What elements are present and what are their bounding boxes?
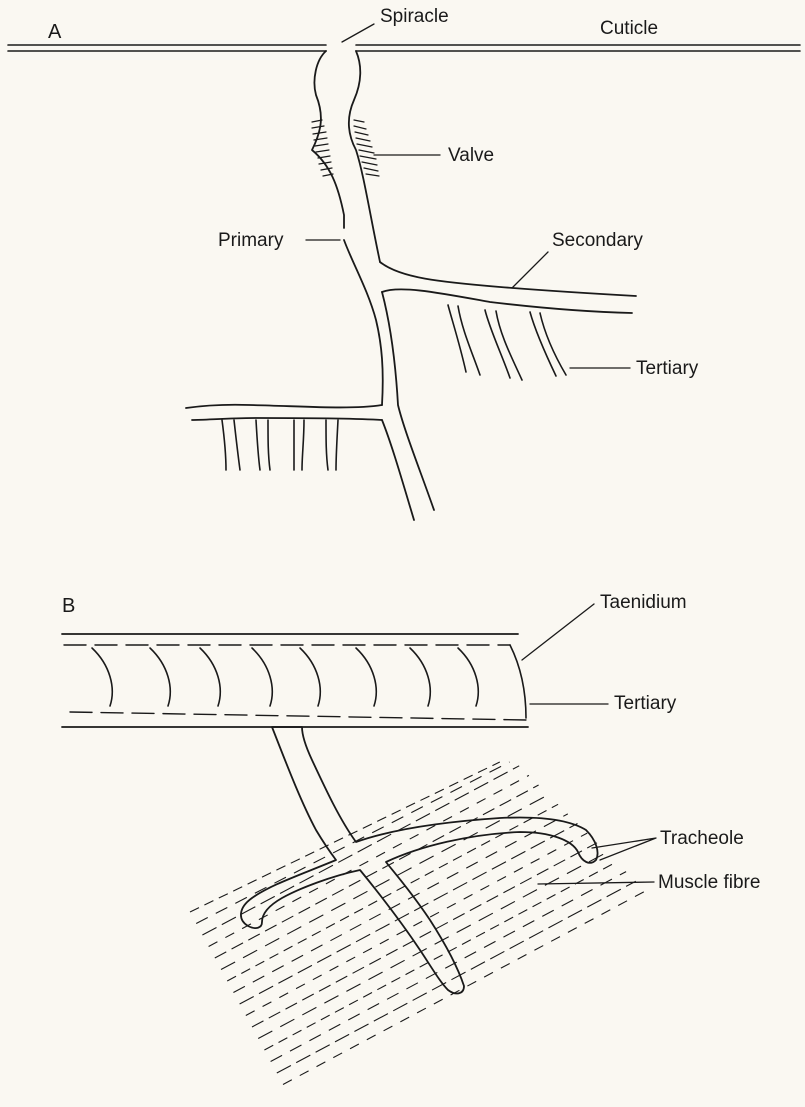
secondary-trachea-upper bbox=[380, 262, 636, 313]
muscle-fibre-striation bbox=[264, 862, 616, 1050]
panel-b-letter: B bbox=[62, 595, 75, 617]
leader-lines-a bbox=[306, 24, 630, 368]
muscle-fibre-striation bbox=[209, 775, 529, 946]
label-tertiary-b: Tertiary bbox=[614, 693, 677, 714]
label-tracheole: Tracheole bbox=[660, 828, 744, 849]
label-tertiary-a: Tertiary bbox=[636, 358, 699, 379]
tracheoles bbox=[241, 727, 598, 993]
taenidium-ring bbox=[150, 648, 170, 706]
taenidia bbox=[92, 648, 478, 706]
muscle-fibre-striation bbox=[277, 881, 636, 1073]
taenidium-ring bbox=[458, 648, 478, 706]
primary-trachea bbox=[312, 51, 434, 520]
muscle-fibre-striation bbox=[221, 795, 548, 970]
tertiary-tracheae-upper bbox=[448, 305, 566, 380]
valve bbox=[312, 120, 379, 176]
muscle-fibre-striation bbox=[227, 804, 558, 981]
label-spiracle: Spiracle bbox=[380, 6, 449, 27]
muscle-fibre bbox=[190, 762, 646, 1085]
muscle-fibre-striation bbox=[252, 843, 597, 1027]
taenidium-ring bbox=[200, 648, 220, 706]
muscle-fibre-striation bbox=[258, 852, 607, 1038]
secondary-trachea-lower bbox=[186, 405, 382, 420]
taenidium-ring bbox=[92, 648, 112, 706]
taenidium-ring bbox=[300, 648, 320, 706]
tertiary-tracheae-lower bbox=[222, 420, 338, 470]
taenidium-ring bbox=[410, 648, 430, 706]
label-taenidium: Taenidium bbox=[600, 592, 687, 613]
muscle-fibre-striation bbox=[215, 785, 539, 958]
label-muscle-fibre: Muscle fibre bbox=[658, 872, 760, 893]
taenidium-ring bbox=[252, 648, 272, 706]
label-primary: Primary bbox=[218, 230, 284, 251]
muscle-fibre-striation bbox=[196, 762, 509, 924]
panel-a-letter: A bbox=[48, 21, 62, 43]
panel-a: A bbox=[8, 6, 800, 520]
taenidium-ring bbox=[356, 648, 376, 706]
panel-b: B Taenidium Tertiary Tracheole Muscle fi… bbox=[62, 592, 760, 1085]
cuticle bbox=[8, 45, 800, 51]
label-cuticle: Cuticle bbox=[600, 18, 658, 39]
label-valve: Valve bbox=[448, 145, 494, 166]
muscle-fibre-striation bbox=[240, 824, 578, 1005]
label-secondary: Secondary bbox=[552, 230, 643, 251]
muscle-fibre-striation bbox=[233, 814, 567, 993]
